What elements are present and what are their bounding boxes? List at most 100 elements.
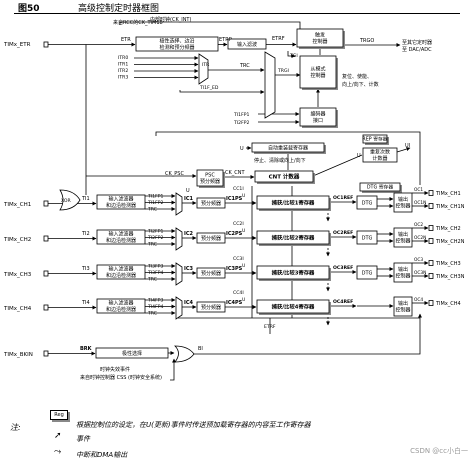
enc-ti1fp1-label: TI1FP1 [233, 112, 249, 118]
input-filter-ch2-label-2: 和边沿检测器 [106, 237, 136, 244]
brk-or-gate [174, 345, 195, 363]
ic-label-ch4: IC4 [184, 300, 194, 306]
brk-label: BRK [80, 346, 93, 352]
ic-label-ch2: IC2 [184, 231, 194, 237]
ic-mux-ch4 [175, 296, 183, 320]
tifp-label-ch3-0: TI3FP3 [147, 264, 163, 270]
oc-label-6: OC4 [414, 297, 423, 303]
dtg-ch3: DTG [356, 265, 378, 280]
etr-filter-block-frame [227, 38, 267, 50]
ti-label-ch4: TI4 [81, 300, 90, 306]
output-ctrl-ch4-label-1: 输出 [398, 300, 408, 307]
etrf-label: ETRF [272, 36, 285, 42]
input-filter-ch4-label-1: 输入滤波器 [108, 300, 133, 307]
capture-compare-ch4-frame [256, 299, 330, 314]
legend-event: 事件 [76, 435, 90, 443]
itr-line-label-0: ITR0 [118, 55, 128, 61]
input-filter-ch1-label-1: 输入滤波器 [108, 196, 133, 203]
input-pin-ch1 [43, 200, 49, 207]
legend-reg-symbol: Reg [50, 410, 68, 420]
u-label-ch4: U [242, 297, 245, 303]
input-filter-ch2-frame [96, 229, 146, 245]
trc-label: TRC [239, 63, 250, 69]
output-pin-2 [428, 225, 434, 231]
etr-polarity-block-frame [135, 36, 219, 52]
bkin-pin-label: TIMx_BKIN [3, 352, 33, 358]
capture-compare-ch3-label-1: 捕获/比较3寄存器 [272, 268, 315, 276]
ocref-label-ch3: OC3REF [333, 265, 353, 271]
u-label-ch2: U [242, 228, 245, 234]
u-label-rep: U [357, 153, 361, 159]
encoder-interface-frame [299, 107, 337, 127]
stop-clear-label: 停止、清除或向上/向下 [254, 157, 306, 164]
input-pin-label-ch3: TIMx_CH3 [3, 272, 32, 278]
tifp-label-ch2-1: TI2FP2 [147, 235, 163, 241]
itr-line-label-3: ITR3 [118, 75, 128, 81]
psc-prescaler-frame [196, 169, 224, 187]
icps-label-ch4: IC4PS [226, 300, 243, 306]
input-pin-label-ch1: TIMx_CH1 [3, 202, 31, 208]
ui-label: UI [405, 143, 410, 149]
auto-reload-register-frame [251, 142, 325, 153]
dtg-ch3-frame [356, 265, 378, 280]
etrp-label: ETRP [219, 37, 232, 43]
ti-label-ch2: TI2 [81, 231, 90, 237]
oc-label-1: OC1N [414, 200, 426, 206]
output-pin-4 [428, 260, 434, 266]
prescaler-ch3-label-1: 预分频器 [201, 270, 221, 277]
capture-compare-ch4-label-1: 捕获/比较4寄存器 [272, 302, 315, 310]
input-pin-label-ch4: TIMx_CH4 [3, 306, 32, 312]
dtg-ch1-frame [356, 195, 378, 210]
rep-register: REP 寄存器 [362, 134, 389, 145]
prescaler-ch4-frame [196, 301, 226, 313]
capture-compare-ch1-label-1: 捕获/比较1寄存器 [272, 198, 315, 206]
capture-compare-ch3-frame [256, 265, 330, 280]
ui-arrow [396, 147, 411, 153]
output-ctrl-ch4-frame [393, 296, 413, 317]
tifp-label-ch2-0: TI2FP1 [147, 229, 163, 235]
figure-header: 图50 高级控制定时器框图 [0, 0, 474, 14]
repetition-counter-label-1: 重复次数 [370, 149, 390, 156]
legend: 注: [0, 410, 474, 465]
dtg-ch2: DTG [356, 230, 378, 245]
u-label-psc: U [186, 188, 190, 194]
xor-gate-shape [59, 189, 81, 211]
output-pin-label-2: TIMx_CH2 [435, 226, 461, 232]
u-label-ch3: U [242, 263, 245, 269]
input-filter-ch1-label-2: 和边沿检测器 [106, 202, 136, 209]
dtg-register-label-1: DTG 寄存器 [367, 184, 393, 191]
ic-mux-ch1 [175, 192, 183, 216]
capture-compare-ch1-frame [256, 195, 330, 210]
prescaler-ch2-frame [196, 232, 226, 244]
icps-label-ch1: IC1PS [226, 196, 243, 202]
dtg-ch3-label-1: DTG [362, 270, 373, 276]
oc-label-0: OC1 [414, 187, 423, 193]
tgi-arrow [287, 51, 296, 58]
capture-compare-ch2: 捕获/比较2寄存器 [256, 230, 331, 246]
etr-filter-block-label-1: 输入滤波 [237, 41, 257, 48]
tifp-label-ch1-0: TI1FP1 [147, 194, 163, 200]
slave-mode-controller-label-1: 从模式 [310, 66, 325, 73]
u-label-ch1: U [242, 193, 245, 199]
encoder-interface-label-2: 接口 [313, 117, 323, 124]
icps-label-ch3: IC3PS [226, 266, 243, 272]
watermark: CSDN @cc小白一 [410, 447, 468, 455]
rep-register-frame [362, 134, 388, 144]
etrf-bottom-label: ETRF [264, 324, 276, 330]
ck-psc-label: CK_PSC [165, 171, 184, 177]
xor-label: XOR [61, 198, 71, 204]
dtg-ch1: DTG [356, 195, 378, 210]
cnt-to-rep [312, 154, 363, 177]
repetition-counter-label-2: 计数器 [372, 155, 387, 162]
capture-compare-ch2-frame [256, 230, 330, 245]
bkin-pin [43, 350, 49, 357]
prescaler-ch3-frame [196, 267, 226, 279]
output-pin-6 [428, 300, 434, 306]
